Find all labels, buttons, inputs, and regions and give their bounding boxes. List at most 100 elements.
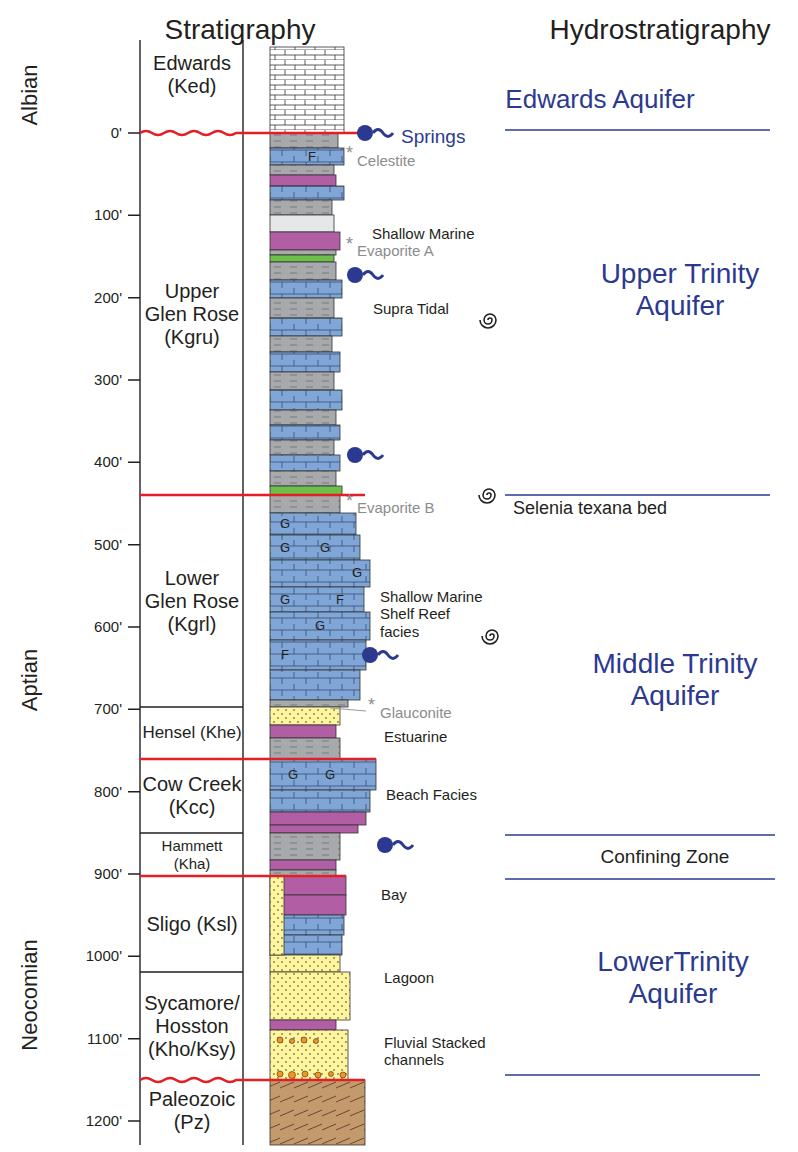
unconformity-line [140, 1078, 365, 1082]
lithology-beds [270, 560, 370, 587]
lithology-beds [270, 410, 336, 425]
depth-label: 1000' [86, 948, 122, 965]
lithology-beds [270, 670, 360, 700]
formation-name: Edwards (Ked) [142, 52, 242, 98]
lithology-symbol: F [336, 593, 344, 608]
lithology-beds [270, 215, 334, 232]
depth-label: 800' [94, 783, 122, 800]
depth-label: 100' [94, 207, 122, 224]
conglomerate-pebbles [314, 1039, 319, 1044]
spring-symbol [363, 452, 383, 459]
depth-label: 700' [94, 701, 122, 718]
lithology-beds [270, 1030, 348, 1080]
fossil-bed-label: Selenia texana bed [513, 498, 667, 519]
lithology-beds [270, 175, 336, 186]
depth-label: 400' [94, 454, 122, 471]
conglomerate-pebbles [302, 1071, 308, 1077]
depth-label: 500' [94, 536, 122, 553]
lithology-beds [270, 876, 284, 955]
lithology-beds [270, 1080, 365, 1145]
lithology-beds [270, 425, 340, 440]
lithology-beds [270, 495, 340, 513]
lithology-beds [270, 255, 334, 262]
lithology-beds [270, 318, 342, 336]
lithology-beds [270, 833, 340, 860]
unconformity-line [140, 758, 376, 761]
lithology-beds [270, 390, 342, 410]
hydro-boundary [505, 834, 775, 836]
spring-symbol [377, 837, 393, 853]
hydro-boundary [505, 494, 770, 496]
lithology-beds [270, 700, 348, 707]
lithology-beds [270, 471, 336, 486]
lithology-symbol: G [280, 593, 290, 608]
lithology-beds [270, 352, 340, 372]
conglomerate-pebbles [290, 1039, 295, 1044]
lithology-symbol: G [352, 566, 362, 581]
unconformity-line [140, 875, 346, 878]
aquifer-label: Upper Trinity Aquifer [578, 258, 783, 322]
column-frame [128, 133, 140, 1121]
lithology-beds [270, 812, 366, 825]
spring-symbol [357, 125, 373, 141]
depth-label: 0' [111, 124, 122, 141]
formation-name: Lower Glen Rose (Kgrl) [142, 567, 242, 636]
unconformity-line [140, 494, 365, 497]
lithology-beds [270, 486, 342, 495]
lithology-beds [270, 640, 366, 670]
leader-line [330, 708, 366, 711]
facies-note: Bay [381, 886, 407, 903]
lithology-beds [270, 707, 340, 725]
lithology-beds [270, 47, 376, 1145]
spring-symbol [362, 647, 378, 663]
fossil-spiral [482, 630, 498, 644]
facies-note: Beach Facies [386, 786, 477, 803]
conglomerate-pebbles [340, 1072, 346, 1078]
column-heading: Hydrostratigraphy [550, 14, 771, 46]
mineral-note: Evaporite B [357, 499, 435, 516]
spring-symbol [347, 267, 363, 283]
conglomerate-pebbles [329, 1072, 334, 1077]
hydro-boundary [505, 1074, 760, 1076]
facies-note: Estuarine [384, 728, 447, 745]
mineral-marker: * [346, 491, 353, 512]
spring-symbol [393, 842, 413, 849]
lithology-symbol: G [280, 541, 290, 556]
lithology-beds [270, 587, 364, 612]
formation-band: Sligo (Ksl) [142, 876, 242, 972]
lithology-beds [270, 186, 344, 200]
hydro-boundary [505, 878, 775, 880]
lithology-beds [270, 955, 340, 972]
stage-label: Neocomian [17, 939, 42, 1050]
spring-symbol [373, 130, 393, 137]
formation-name: Sligo (Ksl) [142, 913, 242, 936]
leader-line [330, 708, 366, 711]
formation-band: Paleozoic (Pz) [142, 1080, 242, 1142]
lithology-beds [270, 440, 334, 455]
spring-symbol [347, 447, 363, 463]
depth-label: 300' [94, 371, 122, 388]
mineral-marker: * [346, 143, 353, 164]
formation-name: Sycamore/ Hosston (Kho/Ksy) [142, 992, 242, 1061]
aquifer-label: Middle Trinity Aquifer [568, 648, 783, 712]
lithology-beds [270, 165, 334, 175]
lithology-beds [270, 148, 344, 165]
lithology-beds [270, 725, 336, 738]
depth-label: 900' [94, 865, 122, 882]
formation-band: Lower Glen Rose (Kgrl) [142, 495, 242, 707]
hydro-boundary [505, 129, 770, 131]
formation-band: Sycamore/ Hosston (Kho/Ksy) [142, 972, 242, 1080]
lithology-symbol: F [281, 648, 289, 663]
depth-label: 1100' [87, 1030, 122, 1047]
facies-note: Shallow Marine [372, 225, 475, 242]
lithology-beds [270, 200, 332, 215]
lithology-beds [270, 1020, 336, 1030]
spring-label: Springs [401, 126, 465, 148]
lithology-beds [270, 612, 370, 640]
lithology-beds [270, 250, 336, 255]
lithology-beds [270, 759, 376, 790]
formation-band: Hensel (Khe) [142, 707, 242, 759]
lithology-beds [270, 47, 344, 133]
conglomerate-pebbles [289, 1072, 296, 1079]
lithology-beds [270, 860, 336, 870]
